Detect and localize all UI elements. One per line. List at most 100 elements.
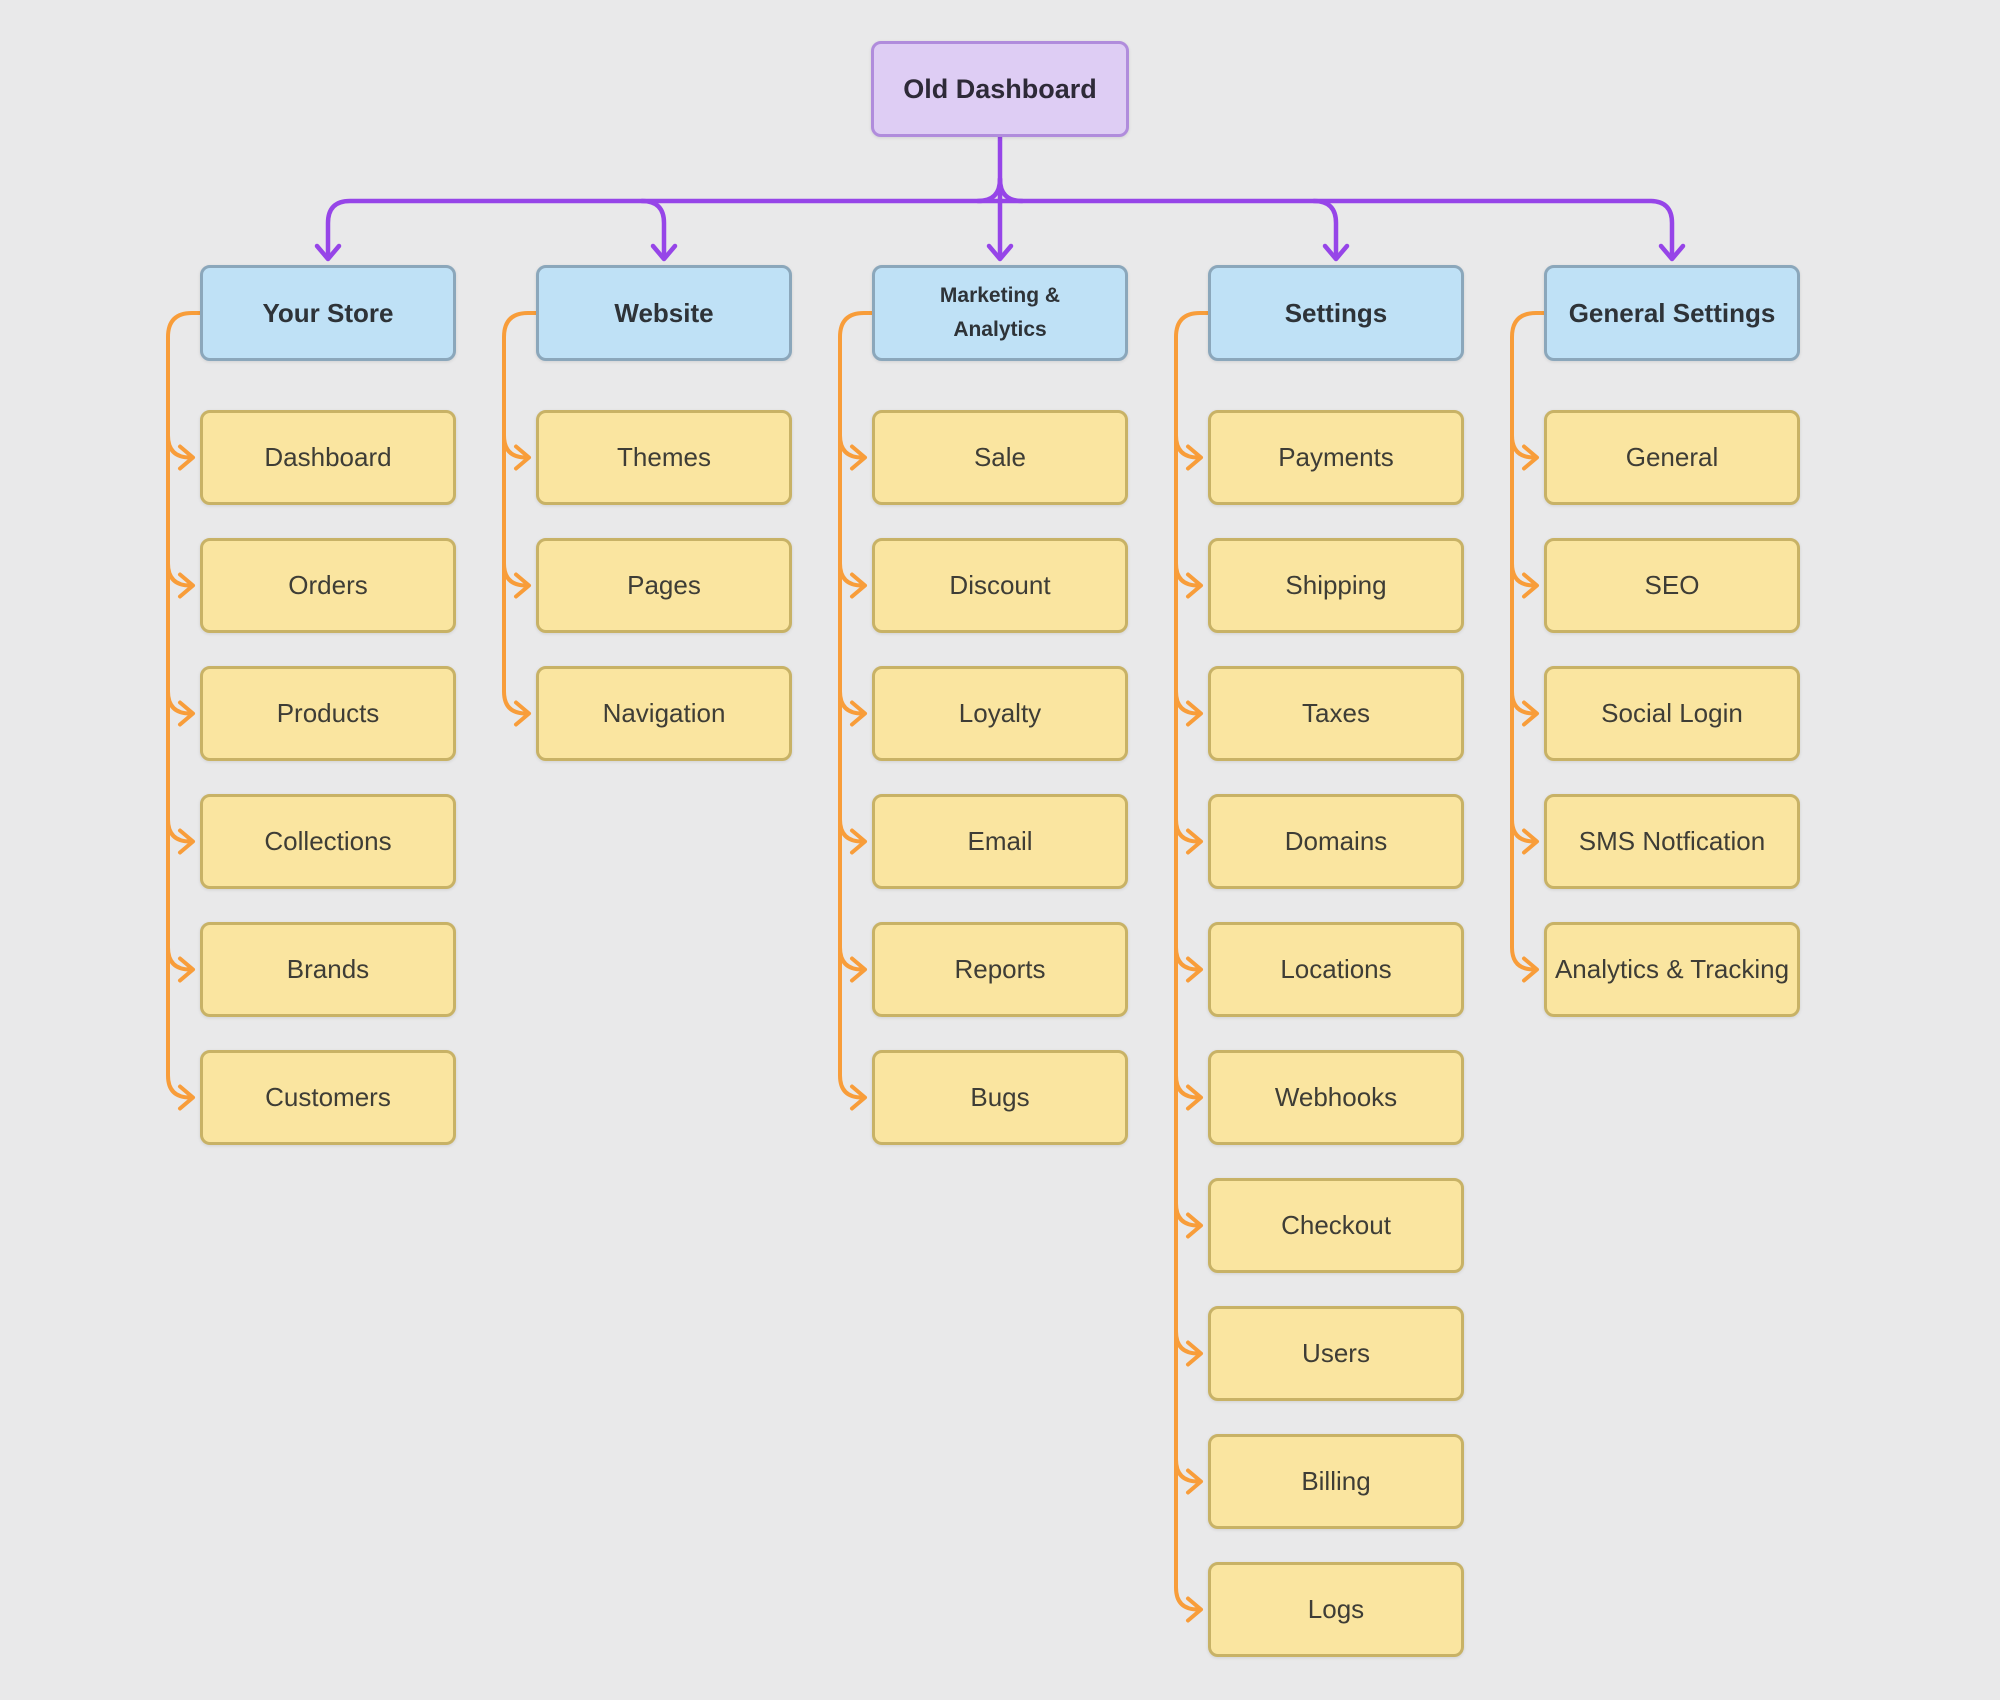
connector-path [166,919,194,972]
connector-path [1510,535,1538,588]
connector-path [1174,663,1202,716]
child-node-collections[interactable]: Collections [200,794,456,889]
child-node-loyalty[interactable]: Loyalty [872,666,1128,761]
child-node-email[interactable]: Email [872,794,1128,889]
child-node-bugs[interactable]: Bugs [872,1050,1128,1145]
child-node-users[interactable]: Users [1208,1306,1464,1401]
connector-path [1186,1340,1203,1367]
child-node-products[interactable]: Products [200,666,456,761]
connector-path [1510,407,1538,460]
header-node-general-settings[interactable]: General Settings [1544,265,1800,361]
child-node-social-login[interactable]: Social Login [1544,666,1800,761]
header-node-marketing-analytics[interactable]: Marketing & Analytics [872,265,1128,361]
connector-path [1186,1596,1203,1623]
connector-path [1174,1431,1202,1484]
header-node-your-store[interactable]: Your Store [200,265,456,361]
connector-path [1186,828,1203,855]
connector-path [178,956,195,983]
website-branch-arrows [502,311,538,727]
connector-path [1186,1212,1203,1239]
settings-branch-arrows [1174,311,1210,1623]
connector-path [178,1084,195,1111]
child-node-reports[interactable]: Reports [872,922,1128,1017]
connector-path [178,444,195,471]
connector-path [178,700,195,727]
child-node-domains[interactable]: Domains [1208,794,1464,889]
connector-path [838,791,866,844]
connector-path [166,535,194,588]
connector-path [850,444,867,471]
child-node-themes[interactable]: Themes [536,410,792,505]
connector-path [166,311,202,1100]
header-label-line: Marketing & [939,284,1061,308]
connector-path [314,243,342,262]
child-node-taxes[interactable]: Taxes [1208,666,1464,761]
child-node-analytics-tracking[interactable]: Analytics & Tracking [1544,922,1800,1017]
connector-path [997,176,1025,204]
header-node-website[interactable]: Website [536,265,792,361]
connector-path [178,828,195,855]
connector-path [1186,956,1203,983]
connector-path [639,198,667,260]
child-node-sale[interactable]: Sale [872,410,1128,505]
connector-path [1522,828,1539,855]
connector-path [166,791,194,844]
connector-path [850,700,867,727]
connector-path [975,176,1003,204]
header-node-settings[interactable]: Settings [1208,265,1464,361]
connector-path [1186,444,1203,471]
connector-path [514,700,531,727]
connector-path [850,956,867,983]
child-node-logs[interactable]: Logs [1208,1562,1464,1657]
connector-path [1522,444,1539,471]
connector-path [1174,535,1202,588]
child-node-navigation[interactable]: Navigation [536,666,792,761]
connector-path [1174,407,1202,460]
connector-path [1311,198,1339,260]
connector-path [838,663,866,716]
connector-path [166,663,194,716]
connector-path [1522,572,1539,599]
connector-path [514,444,531,471]
connector-path [838,311,874,1100]
connector-path [838,919,866,972]
child-node-seo[interactable]: SEO [1544,538,1800,633]
connector-path [502,407,530,460]
child-node-sms-notfication[interactable]: SMS Notfication [1544,794,1800,889]
child-node-brands[interactable]: Brands [200,922,456,1017]
connector-path [1186,1468,1203,1495]
child-node-customers[interactable]: Customers [200,1050,456,1145]
connector-path [1174,919,1202,972]
connector-path [838,535,866,588]
connector-path [1174,791,1202,844]
connector-path [850,828,867,855]
connector-path [1322,243,1350,262]
child-node-orders[interactable]: Orders [200,538,456,633]
connector-path [1174,311,1210,1612]
child-node-general[interactable]: General [1544,410,1800,505]
connector-path [1510,663,1538,716]
child-node-pages[interactable]: Pages [536,538,792,633]
child-node-payments[interactable]: Payments [1208,410,1464,505]
connector-path [986,243,1014,262]
connector-path [1186,700,1203,727]
marketing-analytics-branch-arrows [838,311,874,1111]
child-node-locations[interactable]: Locations [1208,922,1464,1017]
connector-path [850,1084,867,1111]
your-store-branch-arrows [166,311,202,1111]
connector-path [1522,956,1539,983]
child-node-discount[interactable]: Discount [872,538,1128,633]
connector-path [1510,791,1538,844]
child-node-billing[interactable]: Billing [1208,1434,1464,1529]
child-node-webhooks[interactable]: Webhooks [1208,1050,1464,1145]
child-node-checkout[interactable]: Checkout [1208,1178,1464,1273]
connector-path [502,311,538,716]
header-label-line: Analytics [953,318,1047,341]
child-node-dashboard[interactable]: Dashboard [200,410,456,505]
child-node-shipping[interactable]: Shipping [1208,538,1464,633]
connector-path [1174,1047,1202,1100]
root-node-old-dashboard[interactable]: Old Dashboard [871,41,1129,137]
connector-path [1522,700,1539,727]
